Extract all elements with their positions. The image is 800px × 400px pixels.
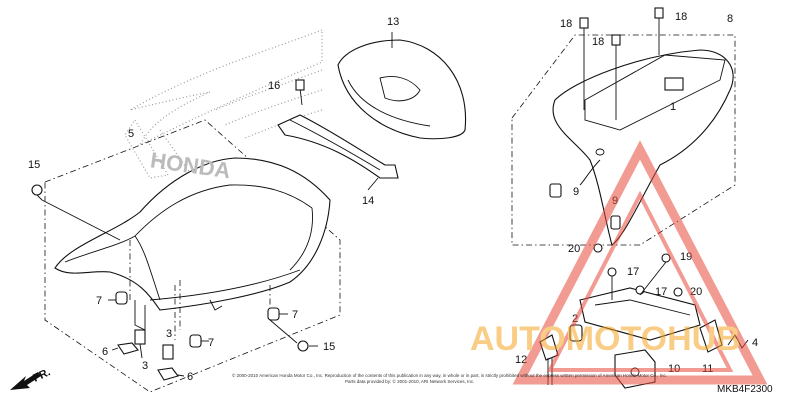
callout-7-left: 7 <box>96 295 102 307</box>
callout-18-mid: 18 <box>592 36 604 48</box>
callout-5: 5 <box>128 128 134 140</box>
callout-16: 16 <box>268 80 280 92</box>
cushions-7 <box>108 291 288 348</box>
watermark: AUTOMOTOHUB <box>470 140 768 385</box>
callout-3-upper: 3 <box>166 328 172 340</box>
callout-9-left: 9 <box>573 186 579 198</box>
bolts-18 <box>579 7 664 120</box>
callout-17-upper: 17 <box>627 266 639 278</box>
callout-13: 13 <box>387 16 399 28</box>
bolt-15-lower <box>269 319 318 352</box>
fr-label: FR. <box>31 366 52 384</box>
callout-3-lower: 3 <box>142 360 148 372</box>
callout-6-bottom: 6 <box>187 371 193 383</box>
callout-1: 1 <box>670 101 676 113</box>
seat-cowl-box <box>511 34 736 246</box>
clips-3 <box>134 329 174 360</box>
callout-8: 8 <box>727 13 733 25</box>
watermark-text: AUTOMOTOHUB <box>470 320 741 358</box>
callout-4: 4 <box>752 337 758 349</box>
callout-20-left: 20 <box>568 243 580 255</box>
callout-18-left: 18 <box>560 18 572 30</box>
callout-17-right: 17 <box>655 286 667 298</box>
front-direction-arrow: FR. <box>10 366 52 390</box>
callout-18-right: 18 <box>675 11 687 23</box>
front-seat-box <box>44 119 341 393</box>
callout-14: 14 <box>362 195 374 207</box>
seat-latch-assembly <box>579 243 701 341</box>
callout-15-lower: 15 <box>323 341 335 353</box>
honda-wing-logo <box>124 29 323 181</box>
rear-seat-pad <box>337 32 467 140</box>
callout-7-right: 7 <box>292 309 298 321</box>
bolt-15-upper <box>31 184 121 241</box>
callout-6-left: 6 <box>102 346 108 358</box>
callout-15-upper: 15 <box>28 159 40 171</box>
copyright-text: © 2000-2010 American Honda Motor Co., In… <box>232 372 667 384</box>
seat-strap-14 <box>277 79 399 191</box>
front-seat: HONDA <box>54 147 331 331</box>
seat-honda-emboss: HONDA <box>149 147 232 183</box>
diagram-code: MKB4F2300 <box>717 384 773 395</box>
pads-6 <box>111 342 185 381</box>
grommets-9 <box>549 183 621 230</box>
callout-7-bottom: 7 <box>208 337 214 349</box>
